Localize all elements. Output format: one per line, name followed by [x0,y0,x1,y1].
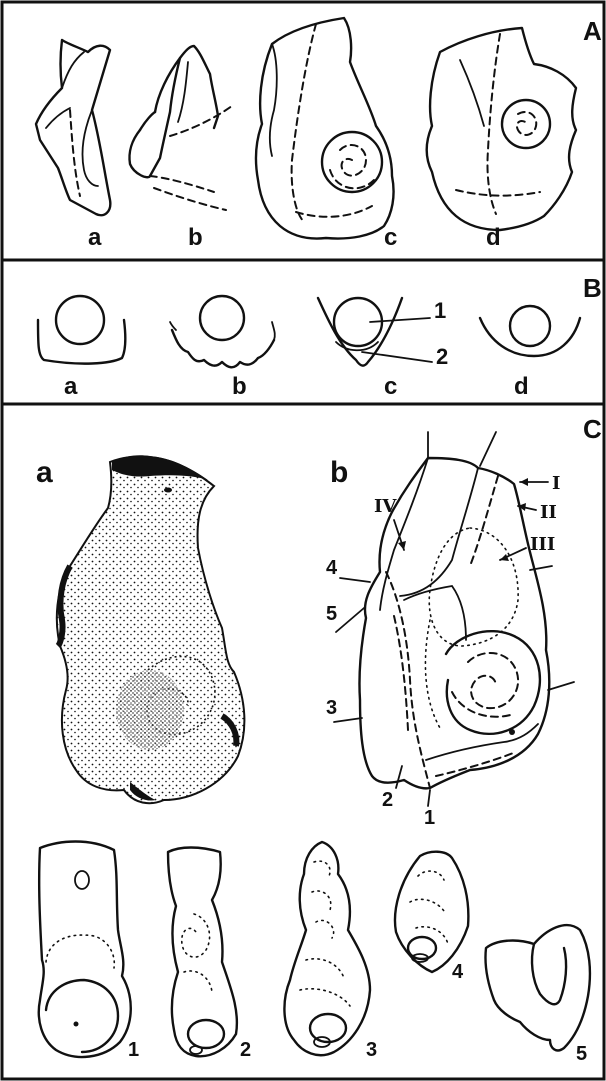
callout-2-label: 2 [436,344,448,369]
section-outline-1 [39,842,131,1057]
fig-a-b-label: b [188,224,203,251]
aperture-b [170,296,275,367]
panel-a-title: A [583,16,602,46]
section-outline-4 [395,852,468,972]
section-label-2: 2 [240,1039,251,1061]
roman-label-iii: III [530,534,555,555]
fig-a-a-label: a [88,224,102,251]
shell-drawing-a-b [129,46,232,210]
fig-b-b-label: b [232,373,247,400]
fig-c-b-label: b [330,456,348,489]
section-label-4: 4 [452,961,464,983]
section-outline-3 [284,842,370,1055]
side-number-3: 3 [326,697,337,719]
shell-drawing-a-d [427,28,576,230]
roman-label-iv: IV [374,496,397,517]
fig-b-d-label: d [514,373,529,400]
aperture-a [38,296,125,364]
section-outline-2 [168,848,237,1057]
roman-label-ii: II [540,502,557,523]
section-label-3: 3 [366,1039,377,1061]
side-number-2: 2 [382,789,393,811]
shell-drawing-a-c [256,18,394,239]
callout-1-label: 1 [434,298,446,323]
outline-shell [334,432,574,806]
fig-a-c-label: c [384,224,397,251]
side-number-5: 5 [326,603,337,625]
side-number-1: 1 [424,807,435,829]
aperture-c [318,298,432,366]
stippled-shell [57,455,245,803]
fig-b-a-label: a [64,373,78,400]
roman-label-i: I [552,473,560,494]
fig-b-c-label: c [384,373,397,400]
fig-a-d-label: d [486,224,501,251]
section-outline-5 [485,925,589,1050]
fig-c-a-label: a [36,456,53,489]
panel-c-title: C [583,414,602,444]
panel-b-title: B [583,273,602,303]
section-label-5: 5 [576,1043,587,1065]
section-label-1: 1 [128,1039,139,1061]
aperture-d [480,306,580,356]
shell-drawing-a-a [36,40,110,215]
side-number-4: 4 [326,557,338,579]
